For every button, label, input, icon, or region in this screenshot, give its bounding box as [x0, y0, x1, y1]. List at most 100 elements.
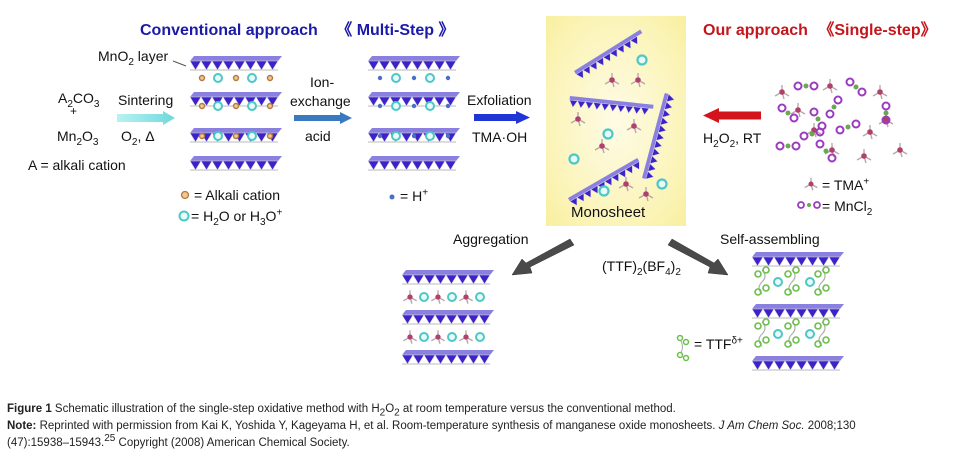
proton: [445, 75, 451, 81]
mncl2-molecule: [815, 139, 837, 163]
alkali-cation: [266, 102, 274, 110]
mncl2-molecule: [809, 107, 827, 131]
proton: [445, 103, 451, 109]
proton: [411, 133, 417, 139]
sintering-conditions: O2, Δ: [121, 128, 155, 148]
mncl2-molecule: [835, 119, 861, 135]
water-molecule: [247, 73, 257, 83]
alkali-cation: [232, 132, 240, 140]
water-molecule: [598, 185, 610, 197]
water-molecule: [656, 178, 668, 190]
tma-molecule: [856, 149, 872, 164]
alkali-cation: [198, 132, 206, 140]
our-approach-title: Our approach 《Single-step》: [703, 16, 937, 40]
tma-legend-icon: [804, 177, 818, 191]
aggregation-label: Aggregation: [453, 231, 529, 247]
tma-legend: = TMA+: [822, 176, 870, 193]
ttf-molecule: [814, 266, 830, 296]
ttf-molecule: [784, 266, 800, 296]
tma-molecule: [459, 330, 473, 344]
multi-step-tag: 《 Multi-Step 》: [336, 22, 455, 39]
ttf-intercalated-stack: [751, 252, 844, 371]
monosheet-illustration: [568, 29, 675, 206]
water-molecule: [419, 332, 429, 342]
mno2-sheet: [401, 310, 494, 325]
ion-exchange-conditions: acid: [305, 128, 331, 144]
mncl2-molecule: [793, 81, 819, 91]
water-legend: = H2O or H3O+: [191, 207, 283, 228]
aggregated-restacked-layers: [401, 270, 494, 365]
tma-molecule: [570, 112, 586, 127]
mncl2-molecule: [845, 77, 867, 97]
water-molecule: [636, 54, 648, 66]
mno2-sheet: [367, 156, 460, 171]
mncl2-legend: = MnCl2: [822, 198, 873, 218]
ttf-molecule: [784, 318, 800, 348]
monosheet-label: Monosheet: [571, 204, 646, 221]
alkali-cation: [232, 102, 240, 110]
water-molecule: [425, 73, 435, 83]
alkali-cation: [198, 74, 206, 82]
tma-molecule: [790, 103, 806, 118]
tma-molecule: [403, 290, 417, 304]
proton: [377, 103, 383, 109]
alkali-cation: [232, 74, 240, 82]
mncl2-legend-icon: [797, 201, 821, 209]
proton: [445, 133, 451, 139]
ion-exchange-label-1: Ion-: [310, 74, 335, 90]
tma-mncl2-mixture: [774, 77, 908, 164]
mno2-sheet: [751, 356, 844, 371]
reactant-a2co3: A2CO3: [58, 90, 100, 110]
sintering-arrow: [117, 111, 175, 125]
tma-molecule: [604, 73, 620, 88]
tma-molecule: [638, 187, 654, 202]
h2o2-conditions: H2O2, RT: [703, 130, 762, 150]
figure-note: Note: Reprinted with permission from Kai…: [7, 420, 856, 432]
exfoliation-label: Exfoliation: [467, 92, 532, 108]
water-molecule: [447, 292, 457, 302]
water-molecule: [391, 131, 401, 141]
water-molecule: [213, 131, 223, 141]
proton: [411, 103, 417, 109]
ttf-legend: = TTFδ+: [694, 335, 743, 352]
ttf-molecule: [814, 318, 830, 348]
tma-molecule: [459, 290, 473, 304]
layer-pointer-line: [172, 60, 187, 67]
tma-molecule: [872, 85, 888, 100]
tma-molecule: [822, 79, 838, 94]
water-molecule: [391, 73, 401, 83]
exfoliated-nanosheet: [569, 96, 654, 116]
alkali-cation-note: A = alkali cation: [28, 157, 126, 173]
exfoliated-nanosheet: [568, 158, 640, 206]
mno2-sheet: [189, 56, 282, 71]
water-molecule: [213, 73, 223, 83]
our-title-text: Our approach: [703, 22, 808, 39]
ttf-legend-icon: [676, 334, 690, 362]
water-molecule: [447, 332, 457, 342]
tma-molecule: [618, 177, 634, 192]
mno2-sheet: [189, 128, 282, 143]
water-molecule: [602, 128, 614, 140]
tma-molecule: [892, 143, 908, 158]
mno2-sheet: [367, 56, 460, 71]
water-molecule: [419, 292, 429, 302]
mno2-sheet: [751, 252, 844, 267]
self-assembling-arrow: [667, 238, 729, 276]
tma-molecule: [630, 73, 646, 88]
water-molecule: [805, 329, 815, 339]
alkali-cation: [266, 132, 274, 140]
ttf-bf4-reagent: (TTF)2(BF4)2: [602, 258, 681, 278]
water-molecule: [773, 329, 783, 339]
h2o2-arrow: [703, 108, 761, 123]
proton: [377, 75, 383, 81]
ion-exchange-arrow: [294, 112, 352, 124]
water-molecule: [425, 101, 435, 111]
mno2-sheet: [401, 350, 494, 365]
water-molecule: [805, 277, 815, 287]
tma-molecule: [431, 330, 445, 344]
sintering-label: Sintering: [118, 92, 174, 108]
ion-exchange-label-2: exchange: [290, 93, 351, 109]
proton: [411, 75, 417, 81]
exfoliation-arrow: [474, 111, 530, 124]
mncl2-molecule: [825, 95, 843, 119]
